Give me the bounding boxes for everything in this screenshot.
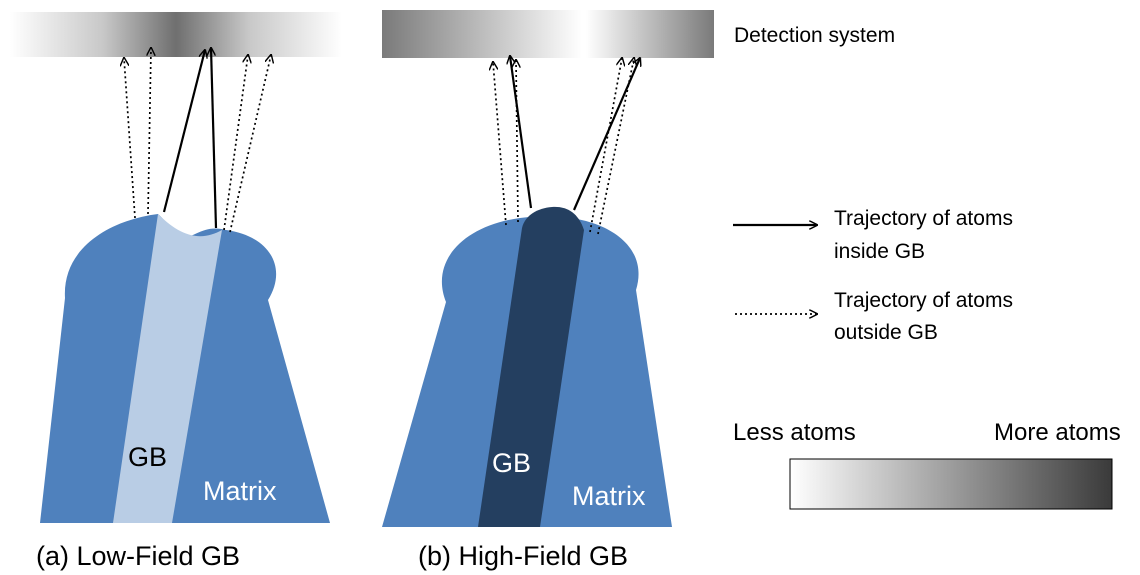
matrix-label-a: Matrix (203, 476, 277, 506)
dotted-trajectory (124, 58, 136, 219)
solid-trajectory (162, 50, 205, 213)
caption-b: (b) High-Field GB (418, 541, 628, 571)
gb-label-a: GB (128, 442, 167, 472)
trajectories-outside-gb-a (124, 48, 271, 233)
panel-a: GB Matrix (a) Low-Field GB (10, 12, 342, 571)
dotted-trajectory (516, 60, 518, 223)
solid-trajectory (510, 56, 533, 209)
trajectories-inside-gb-a (162, 48, 218, 229)
panel-b: GB Matrix (b) High-Field GB (382, 10, 714, 571)
legend-solid: Trajectory of atoms inside GB (733, 207, 1019, 263)
detector-bar-b-left (382, 10, 582, 58)
detection-system-label: Detection system (734, 24, 895, 47)
dotted-trajectory (493, 62, 507, 226)
detector-bar-a (10, 12, 342, 57)
legend-dotted: Trajectory of atoms outside GB (735, 289, 1019, 344)
dotted-trajectory (229, 55, 271, 233)
legend-solid-line-2: inside GB (834, 240, 925, 263)
caption-a: (a) Low-Field GB (36, 541, 240, 571)
scale-less-label: Less atoms (733, 419, 856, 446)
gb-label-b: GB (492, 448, 531, 478)
grain-boundary-b (478, 206, 584, 528)
scale-more-label: More atoms (994, 419, 1121, 446)
scale-gradient-bar (789, 458, 1113, 510)
detector-bar-b-right (586, 10, 714, 58)
density-scale: Less atoms More atoms (733, 419, 1121, 510)
trajectories-inside-gb-b (510, 56, 640, 211)
legend-solid-text: Trajectory of atoms inside GB (834, 207, 1019, 263)
legend-dotted-line-2: outside GB (834, 321, 938, 344)
legend-dotted-line-1: Trajectory of atoms (834, 289, 1013, 312)
grain-boundary-a (113, 214, 222, 523)
solid-trajectory (211, 48, 218, 229)
legend-dotted-text: Trajectory of atoms outside GB (834, 289, 1019, 344)
dotted-trajectory (223, 55, 248, 231)
matrix-label-b: Matrix (572, 481, 646, 511)
legend-solid-line-1: Trajectory of atoms (834, 207, 1013, 230)
solid-trajectory (572, 58, 640, 211)
dotted-trajectory (148, 48, 151, 215)
dotted-trajectory (589, 58, 622, 233)
trajectories-outside-gb-b (493, 58, 634, 235)
